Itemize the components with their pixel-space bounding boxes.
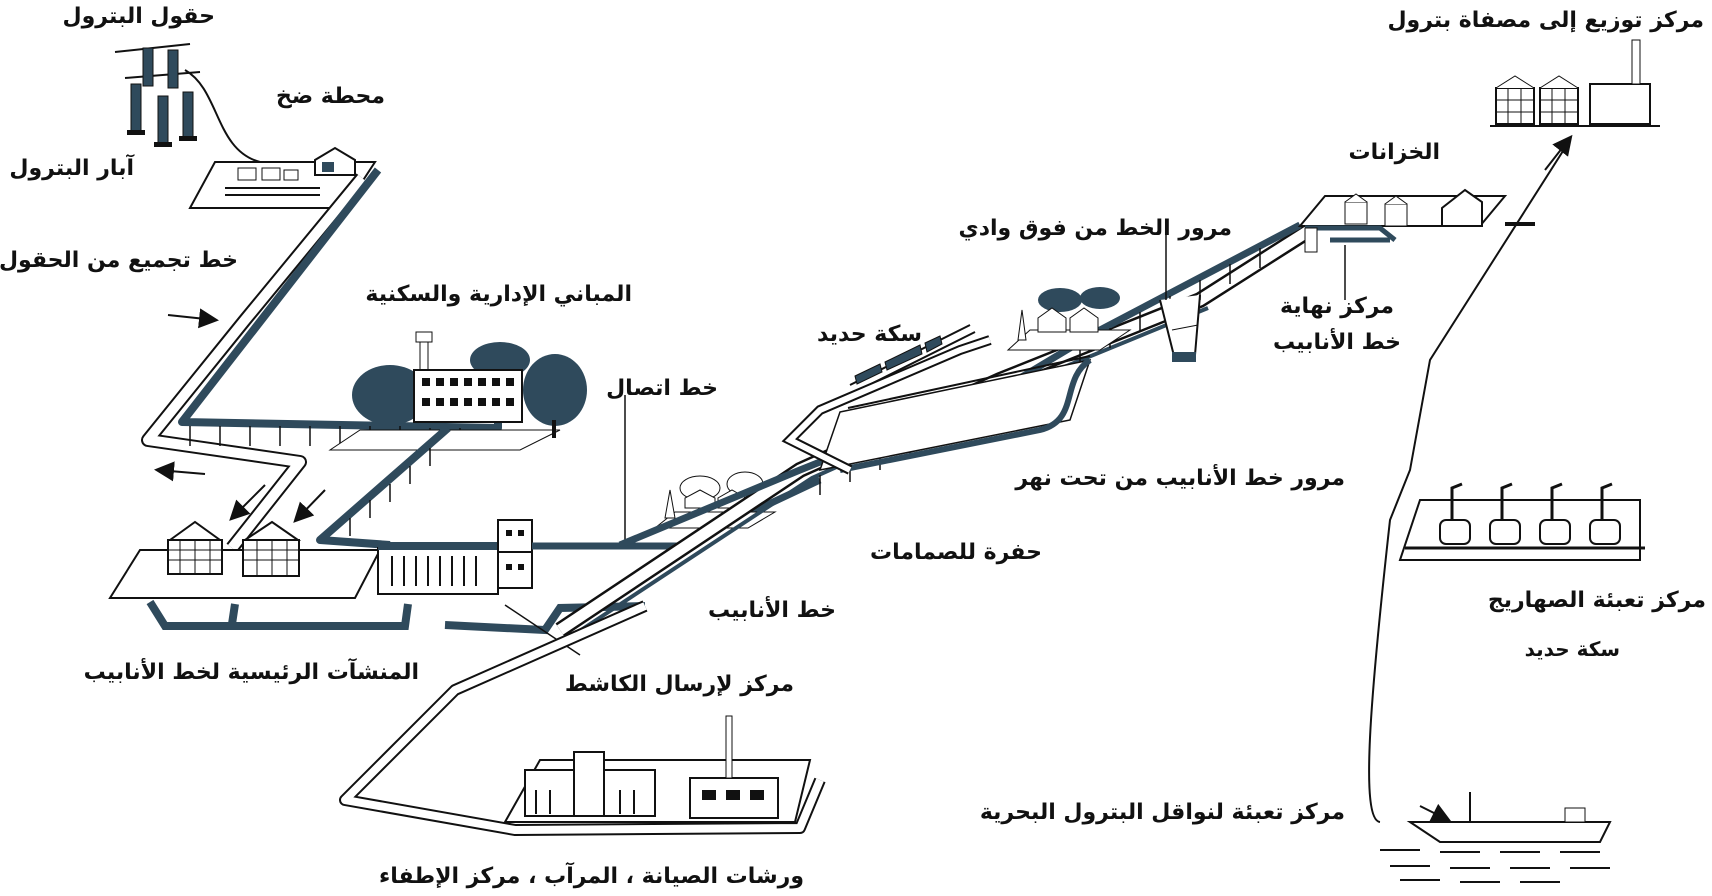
distribution-line xyxy=(1368,139,1571,823)
main-facilities xyxy=(108,520,412,630)
pipeline-to-tanks xyxy=(316,424,451,549)
label-wadi-crossing: مرور الخط من فوق وادي xyxy=(958,216,1232,241)
label-oil-wells: آبار البترول xyxy=(9,156,134,181)
label-workshops: ورشات الصيانة ، المرآب ، مركز الإطفاء xyxy=(379,864,804,889)
label-railway-top: سكة حديد xyxy=(817,322,922,347)
river-crossing xyxy=(818,355,1092,473)
label-valve-pit: حفرة للصمامات xyxy=(870,540,1042,565)
oil-wells xyxy=(114,43,261,163)
label-main-facilities: المنشآت الرئيسية لخط الأنابيب xyxy=(83,660,419,685)
label-railway-bottom: سكة حديد xyxy=(1524,637,1620,661)
village-wadi xyxy=(1006,287,1132,351)
label-river-crossing: مرور خط الأنابيب من تحت نهر xyxy=(1015,466,1345,491)
label-oil-fields: حقول البترول xyxy=(62,4,215,29)
label-connection-line: خط اتصال xyxy=(606,376,718,401)
label-tanker-filling: مركز تعبئة الصهاريج xyxy=(1487,588,1706,613)
label-pipeline: خط الأنابيب xyxy=(707,598,836,623)
label-pipeline-terminal-2: خط الأنابيب xyxy=(1272,330,1402,355)
distribution-center xyxy=(1490,39,1660,127)
label-admin-residential: المباني الإدارية والسكنية xyxy=(365,282,632,307)
label-field-gathering-line: خط تجميع من الحقول xyxy=(0,248,238,273)
wadi-bridge xyxy=(1159,235,1201,362)
workshops xyxy=(503,715,812,823)
label-scraper-launch: مركز لإرسال الكاشط xyxy=(564,672,794,697)
pumping-station xyxy=(188,146,377,209)
label-storage-tanks: الخزانات xyxy=(1348,140,1440,165)
label-pumping-station: محطة ضخ xyxy=(275,84,385,109)
label-marine-tanker-filling: مركز تعبئة لنواقل البترول البحرية xyxy=(979,800,1345,825)
tank-farm xyxy=(1297,188,1535,300)
admin-buildings xyxy=(328,331,587,451)
label-pipeline-terminal-1: مركز نهاية xyxy=(1279,294,1395,319)
scraper-launch-center xyxy=(377,519,646,656)
label-distribution-center: مركز توزيع إلى مصفاة بترول xyxy=(1387,8,1704,33)
ship xyxy=(1380,792,1612,883)
tanker-filling-center xyxy=(1398,482,1645,561)
